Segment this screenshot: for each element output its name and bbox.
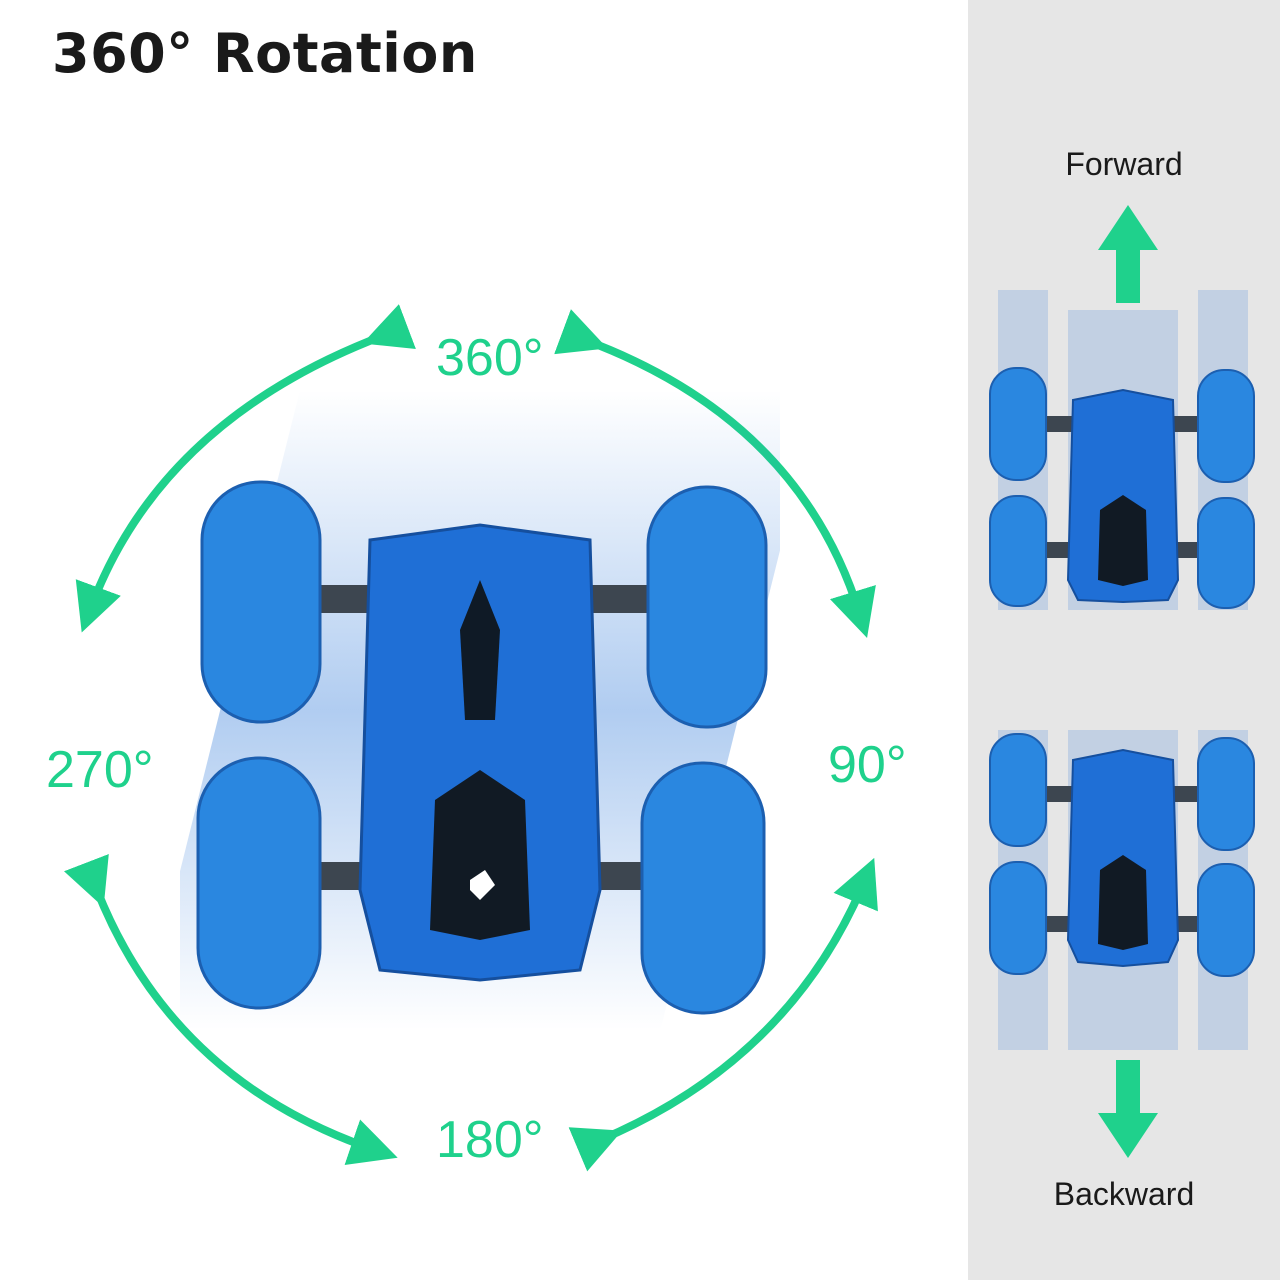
backward-label: Backward (1053, 1176, 1195, 1212)
label-90: 90° (828, 736, 907, 794)
forward-arrow-icon (1098, 205, 1158, 303)
logo-icon (470, 870, 495, 900)
arc-bottom-left (63, 853, 398, 1165)
wheel-front-left (200, 480, 322, 724)
arc-top-left (75, 304, 416, 633)
label-360: 360° (436, 329, 544, 387)
label-270: 270° (46, 741, 154, 799)
car-image-main (180, 390, 780, 1030)
car-image-backward (989, 730, 1255, 1050)
wheel-rear-left (196, 756, 322, 1010)
car-body (358, 523, 602, 982)
arc-bottom-right (568, 857, 878, 1172)
label-180: 180° (436, 1111, 544, 1169)
car-stripe (460, 580, 500, 720)
page-title: 360° Rotation (52, 22, 478, 85)
wheel-front-right (646, 485, 768, 729)
forward-label: Forward (1065, 146, 1183, 182)
backward-arrow-icon (1098, 1060, 1158, 1158)
car-cockpit (430, 770, 530, 940)
car-image-forward (989, 290, 1255, 610)
rotation-arrows (63, 304, 878, 1172)
wheel-rear-right (640, 761, 766, 1015)
